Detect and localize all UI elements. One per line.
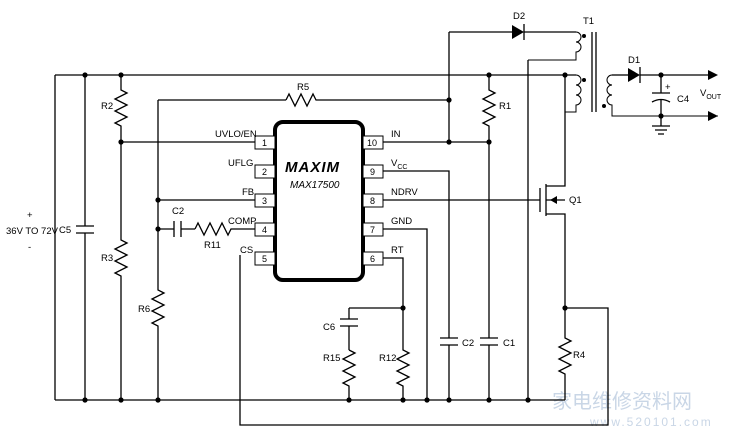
resistor-r1: R1 xyxy=(481,75,511,338)
watermark: 家电维修资料网 www.520101.com xyxy=(552,389,713,429)
capacitor-c1: C1 xyxy=(480,337,515,400)
resistor-r5: R5 xyxy=(285,82,449,108)
ic-logo: MAXIM xyxy=(285,159,340,176)
capacitor-c5: C5 xyxy=(59,75,94,400)
label-c4: C4 xyxy=(677,94,689,105)
pin-fb-label: FB xyxy=(242,187,254,198)
pin-ndrv-label: NDRV xyxy=(391,187,418,198)
pin-in-label: IN xyxy=(391,129,401,140)
pin-rt-label: RT xyxy=(391,245,404,256)
pin-3-num: 3 xyxy=(262,196,267,206)
pin-8-num: 8 xyxy=(370,196,375,206)
label-c5: C5 xyxy=(59,225,71,236)
watermark-cn: 家电维修资料网 xyxy=(552,389,692,413)
resistor-r6: R6 xyxy=(138,200,166,400)
transformer-t1: T1 xyxy=(528,16,718,117)
pin-comp-label: COMP xyxy=(228,216,257,227)
pin-gnd-label: GND xyxy=(391,216,412,227)
ic-part-number: MAX17500 xyxy=(290,180,340,191)
pin-1 xyxy=(254,135,276,150)
pin-5 xyxy=(254,251,276,266)
label-r3: R3 xyxy=(101,253,113,264)
pin-9-num: 9 xyxy=(370,167,375,177)
pin-3 xyxy=(254,193,276,208)
cs-sense-wire xyxy=(239,255,609,426)
pin-vcc-label: VCC xyxy=(391,158,407,171)
label-t1: T1 xyxy=(583,16,594,27)
pin-2-num: 2 xyxy=(262,167,267,177)
pin-uflg-label: UFLG xyxy=(228,158,253,169)
capacitor-c4: + C4 xyxy=(651,75,689,135)
rt-wire xyxy=(383,257,404,308)
watermark-url: www.520101.com xyxy=(589,415,713,429)
pin-2 xyxy=(254,164,276,179)
label-r4: R4 xyxy=(573,350,585,361)
input-voltage-label: 36V TO 72V xyxy=(6,226,59,237)
input-minus-label: - xyxy=(28,242,31,253)
diode-d1: D1 xyxy=(612,55,712,83)
input-plus-label: + xyxy=(27,210,33,221)
label-q1: Q1 xyxy=(569,195,582,206)
resistor-r12: R12 xyxy=(379,308,411,400)
label-r6: R6 xyxy=(138,304,150,315)
resistor-r15: R15 xyxy=(323,349,357,400)
pin-uvlo-en-label: UVLO/EN xyxy=(215,129,257,140)
pin-6-num: 6 xyxy=(370,254,375,264)
pin-1-num: 1 xyxy=(262,138,267,148)
pin-4-num: 4 xyxy=(262,225,267,235)
capacitor-c6: C6 xyxy=(323,308,358,350)
label-vcc-cap: C2 xyxy=(462,338,474,349)
label-r11: R11 xyxy=(204,240,221,251)
pin-4 xyxy=(254,222,276,237)
label-c1: C1 xyxy=(503,338,515,349)
c4-polarity: + xyxy=(665,82,671,93)
resistor-r4: R4 xyxy=(557,308,585,400)
label-r5: R5 xyxy=(297,82,309,93)
label-d1: D1 xyxy=(628,55,640,66)
junction-dots xyxy=(82,72,664,403)
label-c2: C2 xyxy=(172,206,184,217)
label-r12: R12 xyxy=(379,353,396,364)
diode-d2: D2 xyxy=(449,11,576,40)
resistor-r2: R2 xyxy=(101,75,129,142)
pin-10-num: 10 xyxy=(367,138,377,148)
label-d2: D2 xyxy=(513,11,525,22)
label-r15: R15 xyxy=(323,353,340,364)
output-arrow-bottom xyxy=(708,111,718,121)
label-r1: R1 xyxy=(499,101,511,112)
capacitor-vcc-bypass: C2 xyxy=(440,337,474,400)
output-arrow-top xyxy=(708,70,718,80)
pin-7-num: 7 xyxy=(370,225,375,235)
comp-network: C2 R11 xyxy=(158,206,255,251)
label-c6: C6 xyxy=(323,322,335,333)
label-r2: R2 xyxy=(101,101,113,112)
gnd-pin-wire xyxy=(383,228,428,400)
ic-max17500: MAXIM MAX17500 1 UVLO/EN 2 UFLG 3 FB 4 C… xyxy=(215,120,418,282)
aux-ground-wire xyxy=(527,60,565,401)
pin-cs-label: CS xyxy=(240,245,253,256)
vout-label: VOUT xyxy=(700,88,722,101)
pin-5-num: 5 xyxy=(262,254,267,264)
mosfet-q1: Q1 xyxy=(539,75,582,308)
vcc-wire xyxy=(383,170,450,338)
resistor-r3: R3 xyxy=(101,142,129,400)
